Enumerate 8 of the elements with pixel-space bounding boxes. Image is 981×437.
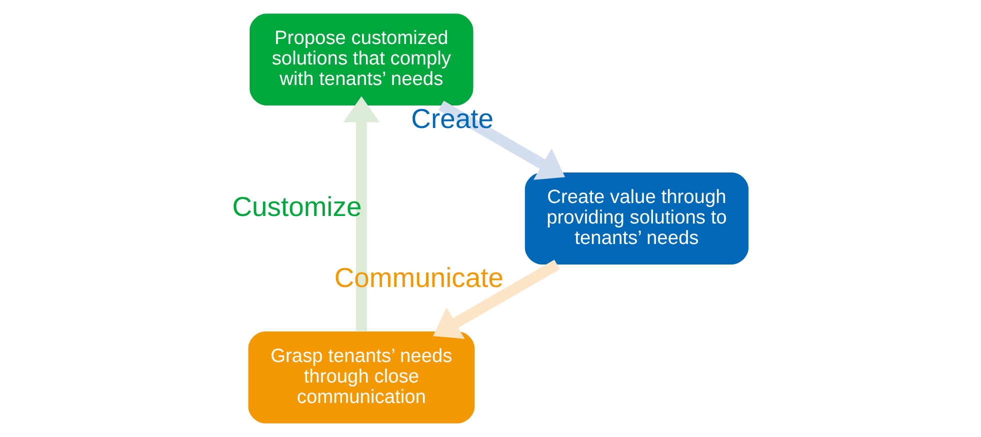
- arrow: [438, 100, 566, 180]
- arrow: [433, 260, 560, 339]
- arrow: [343, 96, 380, 332]
- node-box: Create value through providing solutions to tenants’ needs: [524, 172, 749, 264]
- edge-label: Customize: [232, 190, 362, 222]
- edge-label: Communicate: [334, 262, 504, 293]
- node-box: Grasp tenants’ needs through close communication: [248, 331, 475, 424]
- node-box: Propose customized solutions that comply with tenants’ needs: [250, 14, 474, 106]
